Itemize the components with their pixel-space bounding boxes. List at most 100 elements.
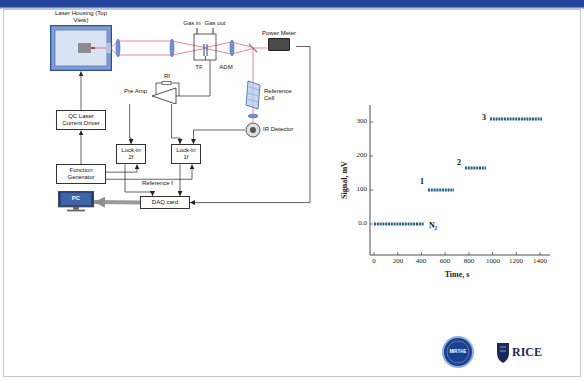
process-box: Lock-in 1f: [171, 144, 201, 164]
tick-label: 300: [357, 118, 368, 126]
logo-shield-mark: [500, 347, 506, 351]
part-label: Rf: [164, 73, 170, 80]
tick-label: 600: [440, 258, 451, 266]
beam-ray: [205, 49, 232, 55]
cell-body: [246, 81, 260, 109]
amplifier-triangle: [152, 88, 176, 104]
axis-title: Time, s: [445, 271, 470, 280]
process-box: Lock-in 2f: [116, 144, 146, 164]
meter-head: [268, 38, 290, 51]
x-axis: [370, 255, 550, 256]
signal-connector: [81, 71, 82, 110]
laser-beam: [112, 41, 267, 122]
signal-connector: [190, 47, 310, 203]
lens: [116, 39, 120, 57]
beam-ray: [253, 48, 267, 49]
series-label: 2: [457, 159, 461, 168]
signal-connector: [94, 200, 140, 205]
node-label: Laser Housing (Top View): [50, 10, 112, 24]
data-series: [374, 119, 542, 224]
housing-drawing: [50, 25, 112, 71]
signal-connector: [180, 164, 181, 196]
signal-connector: [106, 164, 137, 172]
title-bar-edge: [0, 7, 584, 9]
tick-label: 200: [357, 152, 368, 160]
node-label: PC: [62, 195, 90, 202]
data-segment: [465, 167, 486, 170]
node-label: QC Laser Current Driver: [59, 113, 103, 127]
reference-cell: Reference Cell: [244, 80, 298, 110]
tick-label: 0: [372, 258, 376, 266]
node-label: Lock-in 1f: [174, 147, 198, 161]
signal-wire: [180, 56, 210, 96]
x-ticks: [374, 252, 540, 255]
resistor-symbol: [162, 82, 171, 85]
monitor-drawing: [58, 191, 94, 213]
part-label: TF: [195, 64, 202, 71]
signal-connector: [130, 104, 131, 144]
signal-connector: [194, 130, 246, 144]
monitor-base: [67, 210, 85, 212]
part-label: Gas out: [204, 20, 225, 27]
slide-frame: [4, 10, 581, 377]
tick-label: 200: [393, 258, 404, 266]
process-box: QC Laser Current Driver: [56, 110, 106, 130]
data-segment: [490, 118, 542, 121]
cell-hatching: [248, 87, 259, 102]
tuning-fork: [207, 44, 208, 56]
edge-label: Reference f: [141, 180, 174, 187]
gas-tube: [213, 28, 214, 34]
tuning-fork: [204, 44, 205, 56]
logo-text: RICE: [512, 346, 542, 359]
y-ticks: [370, 122, 373, 224]
laser-housing: Laser Housing (Top View): [50, 10, 112, 71]
beam-ray: [118, 41, 172, 42]
detector-drawing: [245, 122, 261, 138]
laser-mount: [78, 43, 91, 53]
part-label: ADM: [219, 64, 232, 71]
housing-shell: [51, 26, 112, 71]
beam-ray: [118, 55, 172, 56]
signal-connector: [106, 164, 192, 179]
lens: [248, 114, 258, 118]
power-meter: Power Meter: [262, 30, 296, 51]
housing-window: [106, 43, 111, 53]
logo-text: MIRTHE: [449, 350, 466, 355]
part-label: Gas in: [183, 20, 200, 27]
monitor-frame: [58, 191, 94, 207]
laser-chip: [91, 47, 95, 49]
process-box: DAQ card: [140, 196, 190, 209]
tick-label: 1200: [509, 258, 523, 266]
y-axis: [370, 105, 371, 255]
lens: [230, 40, 234, 56]
beam-splitter: [249, 44, 257, 52]
title-bar: [0, 0, 584, 7]
process-box: Function Generator: [56, 164, 106, 184]
node-label: DAQ card: [143, 199, 187, 206]
detector-element: [250, 127, 256, 133]
signal-connector: [172, 104, 180, 144]
logo-shield: [497, 343, 509, 363]
data-segment: [428, 189, 454, 192]
node-label: Lock-in 2f: [119, 147, 143, 161]
series-label: 1: [420, 178, 424, 187]
node-label: Reference Cell: [264, 88, 298, 102]
tick-label: 1000: [486, 258, 500, 266]
tick-label: 100: [357, 186, 368, 194]
detector-symbol: IR Detector: [245, 122, 293, 138]
computer-icon: PC: [58, 191, 94, 213]
beam-ray: [205, 42, 232, 48]
beam-ray: [172, 49, 205, 56]
tick-label: 400: [416, 258, 427, 266]
tick-label: 800: [464, 258, 475, 266]
gas-cell: [194, 34, 216, 60]
gas-tube: [197, 28, 198, 34]
logo-ring: [447, 341, 469, 363]
axis-title: Signal, mV: [341, 161, 350, 199]
detector-body: [246, 123, 260, 137]
monitor-screen: [61, 193, 91, 205]
cell-symbol: [244, 80, 262, 110]
preamp-symbol: Pre Amp: [124, 80, 180, 104]
beam-ray: [172, 41, 205, 48]
series-label: 3: [482, 114, 486, 123]
